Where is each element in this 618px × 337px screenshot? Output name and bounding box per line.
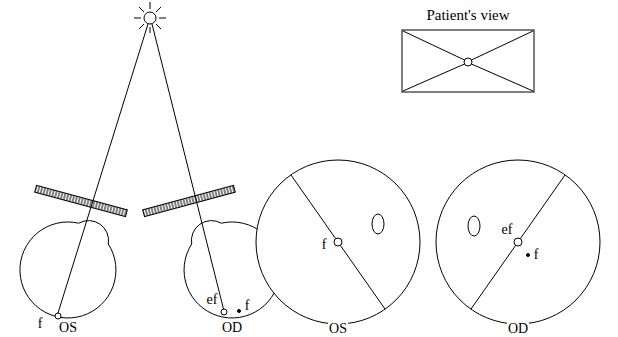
eye-label: OS xyxy=(58,321,78,335)
shape-circle xyxy=(464,58,472,66)
striated-lens xyxy=(35,185,236,216)
shape-circle xyxy=(55,313,61,319)
shape-circle xyxy=(514,238,522,246)
shape-line xyxy=(471,245,516,309)
shape-rect xyxy=(402,30,534,92)
view-heading: Patient's view xyxy=(425,8,510,23)
light-source xyxy=(134,2,166,33)
shape-line xyxy=(403,64,465,91)
shape-circle xyxy=(436,160,600,324)
fovea-label: f xyxy=(533,248,540,262)
eye-label: OD xyxy=(221,321,243,335)
shape-line xyxy=(472,31,534,60)
light-ray xyxy=(58,24,224,313)
shape-dot xyxy=(238,310,241,313)
eye-outline-path xyxy=(20,221,116,318)
shape-line xyxy=(291,175,336,239)
shape-circle xyxy=(334,238,342,246)
fundus-circle: ef fOD xyxy=(434,158,602,337)
eccentric-fixation-label: ef xyxy=(501,223,514,237)
shape-line xyxy=(340,245,385,309)
fundus-circle: fOS xyxy=(254,158,422,337)
eye-outline-shape xyxy=(15,212,130,337)
fundus-circle-shape xyxy=(434,158,602,337)
fovea-label: f xyxy=(244,299,251,313)
shape-line xyxy=(472,64,534,91)
shape-dot xyxy=(527,254,530,257)
fovea-label: f xyxy=(321,238,328,252)
fovea-label: f xyxy=(37,317,44,331)
fundus-circle-shape xyxy=(254,158,422,337)
eye-outline: f OS xyxy=(15,212,130,337)
shape-ellipse xyxy=(468,216,480,236)
shape-line xyxy=(403,31,465,60)
shape-circle xyxy=(221,309,227,315)
eye-label: OD xyxy=(507,322,529,336)
shape-ellipse xyxy=(372,214,384,234)
eccentric-fixation-label: ef xyxy=(206,293,219,307)
eye-label: OS xyxy=(328,322,348,336)
shape-circle xyxy=(256,160,420,324)
shape-line xyxy=(520,175,565,239)
patient-view-box: Patient's view xyxy=(400,4,536,96)
